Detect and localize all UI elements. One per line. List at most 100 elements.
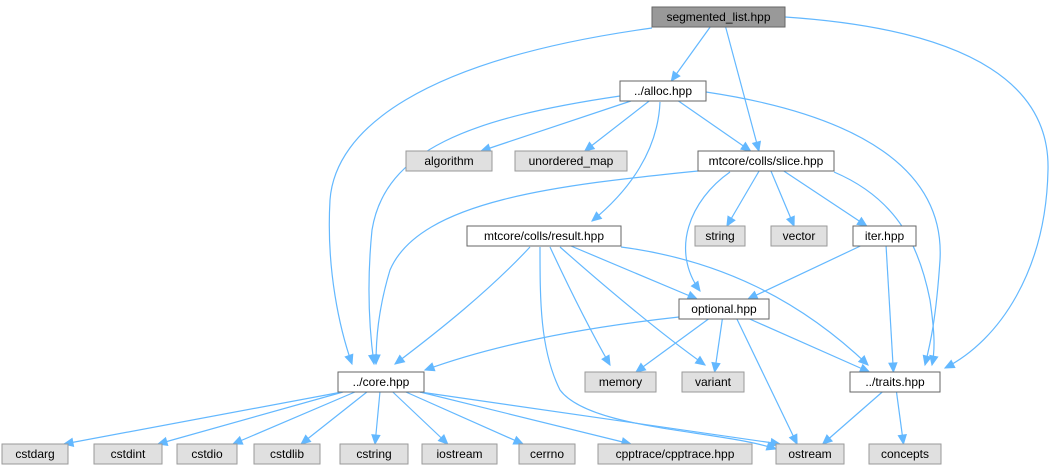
arrowhead-alloc-to-slice [740,141,752,152]
edge-result-to-core [394,246,531,365]
arrowhead-alloc-to-traits [922,354,932,367]
arrowhead-iter-to-traits [888,362,898,374]
arrowhead-traits-to-ostream [821,434,834,445]
arrowhead-slice-to-optional [690,280,701,292]
node-variant: variant [681,371,745,393]
node-box-cstdio [176,443,238,465]
node-box-iter [852,225,917,247]
nodes-layer: segmented_list.hpp ../alloc.hpp mtcore/col… [1,6,942,465]
edge-result-to-ostream [539,246,777,450]
edge-slice-to-traits [833,171,935,366]
arrowhead-optional-to-traits [858,363,871,373]
arrowhead-alloc-to-unordered_map [583,141,596,152]
edge-result-to-memory [549,246,611,366]
arrowhead-core-to-cerrno [512,435,525,445]
node-box-cstdarg [1,443,69,465]
node-box-cstdlib [253,443,321,465]
node-box-optional [678,298,770,320]
edge-result-to-variant [559,246,706,366]
node-segmented_list[interactable]: segmented_list.hpp [651,6,786,28]
node-box-concepts [868,443,942,465]
edges-layer [62,16,1049,451]
arrowhead-optional-to-core [423,362,436,372]
node-unordered_map: unordered_map [514,150,628,172]
node-label-result: mtcore/colls/result.hpp [484,229,604,243]
node-label-cpptrace: cpptrace/cpptrace.hpp [616,447,735,461]
node-optional[interactable]: optional.hpp [678,298,770,320]
arrowhead-traits-to-concepts [897,433,907,446]
edge-result-to-optional [570,245,698,300]
arrowhead-slice-to-core [371,354,381,366]
arrowhead-optional-to-memory [635,362,647,373]
node-box-slice [697,150,835,172]
node-box-cstdint [93,443,163,465]
node-label-string: string [705,229,734,243]
edge-slice-to-iter [783,170,868,227]
node-iostream: iostream [421,443,498,465]
node-box-cerrno [518,443,576,465]
node-box-variant [681,371,745,393]
edge-core-to-cstdlib [300,391,368,445]
edge-result-to-traits [620,246,869,366]
edge-core-to-cstdarg [63,391,343,445]
node-box-unordered_map [514,150,628,172]
node-label-iostream: iostream [436,447,482,461]
arrowhead-core-to-ostream [769,437,782,448]
arrowhead-core-to-cstdio [231,435,244,445]
edge-slice-to-optional [685,171,731,292]
node-string: string [694,225,746,247]
edge-alloc-to-algorithm [480,100,632,152]
node-ostream: ostream [775,443,845,465]
edge-iter-to-traits [885,245,895,373]
arrowhead-slice-to-traits [929,354,939,367]
arrowhead-slice-to-vector [785,215,795,228]
arrowhead-segmented_list-to-traits [943,359,956,369]
arrowhead-core-to-cstring [371,434,381,446]
node-box-traits [849,371,941,393]
node-result[interactable]: mtcore/colls/result.hpp [466,225,622,247]
node-slice[interactable]: mtcore/colls/slice.hpp [697,150,835,172]
edge-core-to-cstdint [157,391,344,445]
node-label-cstdint: cstdint [111,447,146,461]
arrowhead-slice-to-string [726,215,736,228]
node-box-cpptrace [597,443,753,465]
edge-segmented_list-to-alloc [670,26,711,82]
node-label-core: ../core.hpp [353,375,410,389]
node-cstdint: cstdint [93,443,163,465]
node-concepts: concepts [868,443,942,465]
node-label-algorithm: algorithm [424,154,473,168]
node-cerrno: cerrno [518,443,576,465]
node-core[interactable]: ../core.hpp [337,371,425,393]
arrowhead-core-to-cstdlib [300,434,312,445]
arrowhead-result-to-variant [694,355,707,366]
edge-core-to-ostream [419,391,781,445]
node-cstdarg: cstdarg [1,443,69,465]
edge-core-to-iostream [392,391,449,445]
node-iter[interactable]: iter.hpp [852,225,917,247]
node-label-ostream: ostream [788,447,831,461]
node-box-vector [770,225,828,247]
node-box-result [466,225,622,247]
edge-optional-to-core [424,316,680,371]
node-box-core [337,371,425,393]
node-cstdlib: cstdlib [253,443,321,465]
arrowhead-slice-to-iter [856,216,868,227]
node-label-alloc: ../alloc.hpp [634,84,692,98]
edge-segmented_list-to-core [328,27,653,365]
node-label-segmented_list: segmented_list.hpp [666,10,770,24]
edge-optional-to-traits [749,318,870,373]
edge-core-to-cerrno [405,391,524,445]
edge-alloc-to-traits [705,91,941,366]
node-alloc[interactable]: ../alloc.hpp [619,80,707,102]
node-label-concepts: concepts [881,447,929,461]
arrowhead-alloc-to-result [591,211,603,222]
node-label-cstring: cstring [356,447,391,461]
arrowhead-optional-to-ostream [788,433,798,446]
edge-alloc-to-result [591,101,661,222]
node-box-algorithm [405,150,493,172]
arrowhead-result-to-traits [857,354,869,366]
arrowhead-segmented_list-to-core [344,353,354,366]
node-label-iter: iter.hpp [865,229,905,243]
node-traits[interactable]: ../traits.hpp [849,371,941,393]
